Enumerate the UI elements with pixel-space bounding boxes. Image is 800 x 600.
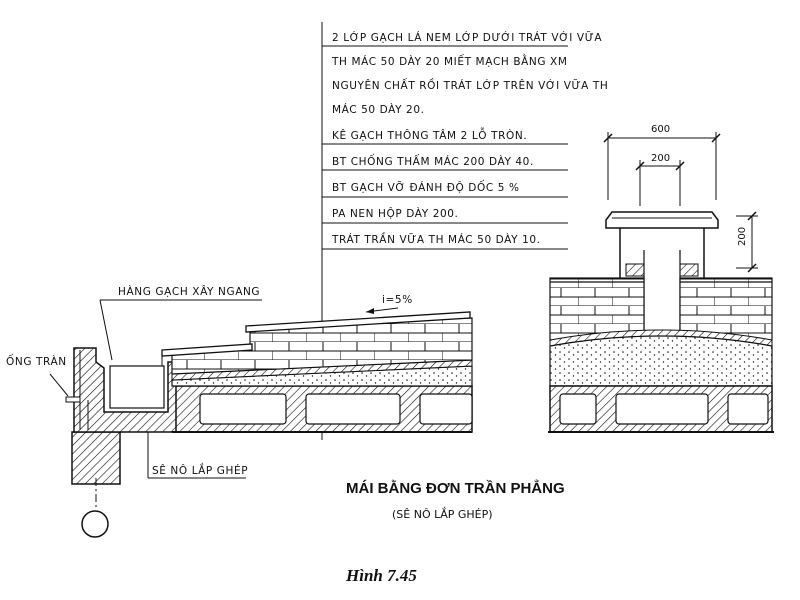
note-slope-concrete: BT GẠCH VỠ ĐÁNH ĐỘ DỐC 5 %: [332, 182, 520, 194]
note-brick-support: KÊ GẠCH THÔNG TÂM 2 LỖ TRÒN.: [332, 130, 528, 142]
note-waterproof-concrete: BT CHỐNG THẤM MÁC 200 DÀY 40.: [332, 156, 534, 168]
drawing-subtitle: (SÊ NÔ LẮP GHÉP): [392, 508, 493, 521]
slope-fill-right: [549, 335, 773, 387]
brick-courses-right-b: [679, 277, 773, 341]
tile-layer-upper: [245, 311, 471, 333]
precast-gutter: [73, 347, 179, 433]
note-tile-layers-line3: NGUYÊN CHẤT RỒI TRÁT LỚP TRÊN VỚI VỮA TH: [332, 80, 609, 92]
label-slope: i=5%: [382, 294, 413, 306]
vent-cap: [605, 211, 719, 229]
drawing-title: MÁI BẰNG ĐƠN TRẦN PHẲNG: [346, 480, 565, 497]
dimension-200-height: 200: [737, 226, 748, 246]
brick-courses-right-a: [549, 277, 645, 341]
note-tile-layers-line4: MÁC 50 DÀY 20.: [332, 104, 425, 116]
dimension-600: 600: [651, 124, 671, 135]
note-tile-layers-line2: TH MÁC 50 DÀY 20 MIẾT MẠCH BẰNG XM: [332, 56, 568, 68]
overflow-pipe: [65, 396, 81, 403]
note-ceiling-plaster: TRÁT TRẦN VỮA TH MÁC 50 DÀY 10.: [332, 234, 541, 246]
support-column: [71, 431, 121, 485]
note-hollow-panel: PA NEN HỘP DÀY 200.: [332, 208, 459, 220]
label-overflow-pipe: ỐNG TRÀN: [6, 356, 67, 368]
label-horizontal-brick-row: HÀNG GẠCH XÂY NGANG: [118, 286, 261, 298]
note-tile-layers-line1: 2 LỚP GẠCH LÁ NEM LỚP DƯỚI TRÁT VỚI VỮA: [332, 32, 603, 44]
figure-caption: Hình 7.45: [346, 566, 417, 585]
grid-axis-marker: [81, 510, 109, 538]
label-precast-gutter: SÊ NÔ LẮP GHÉP: [152, 465, 249, 477]
dimension-200-width: 200: [651, 153, 671, 164]
